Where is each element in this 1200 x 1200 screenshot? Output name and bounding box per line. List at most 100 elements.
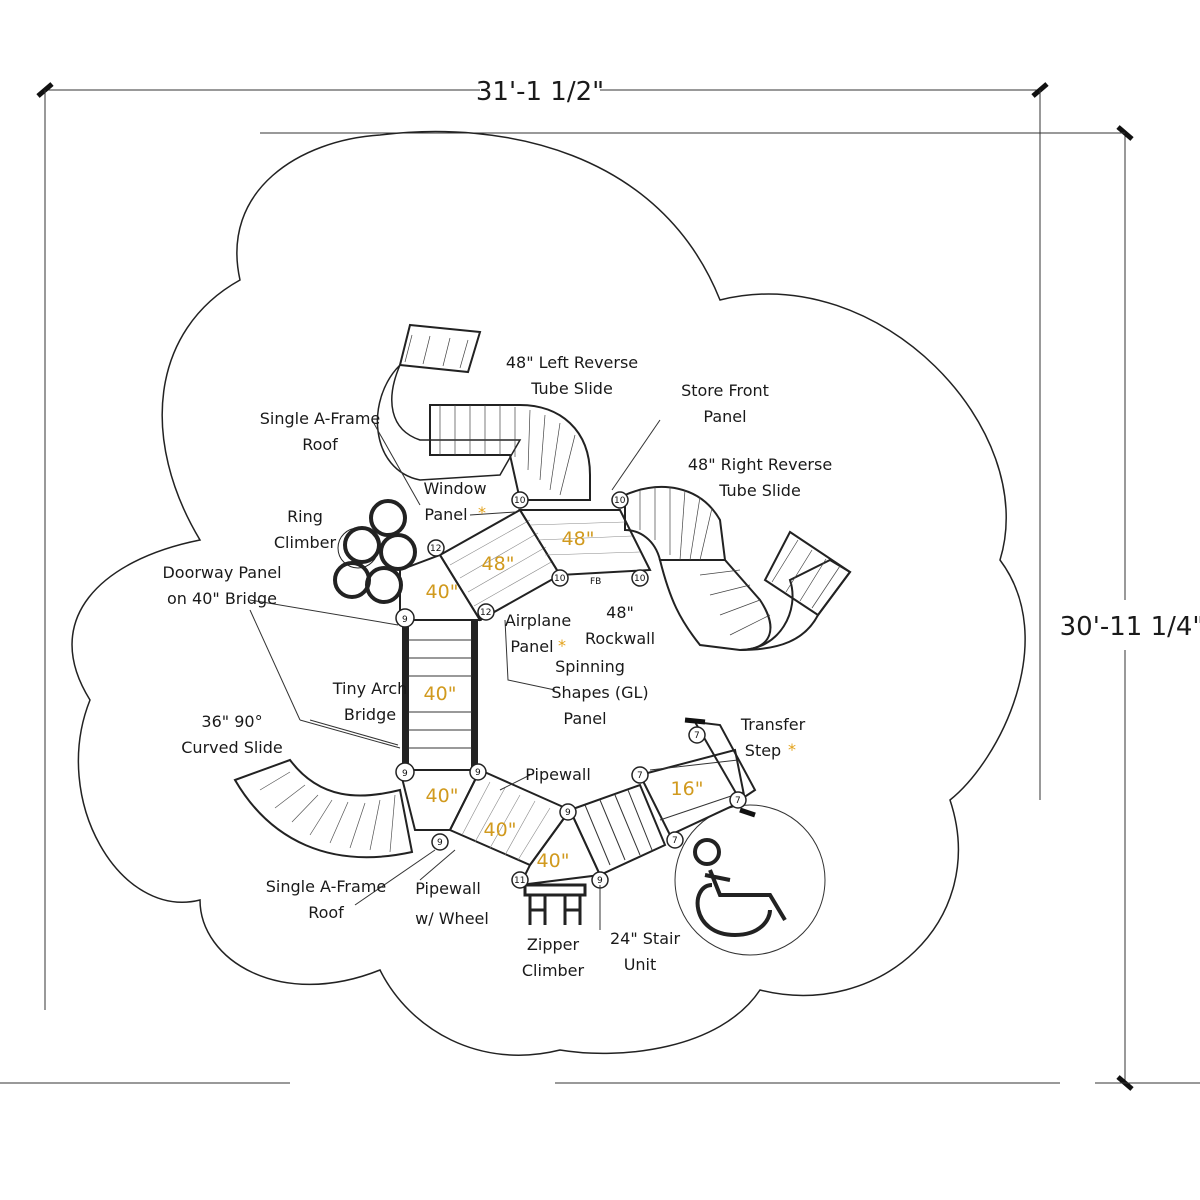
post-mark: 7 [735, 796, 741, 806]
post [559, 803, 577, 821]
deck-40-upper: 40" [399, 553, 482, 621]
label-pipewall: Pipewall [525, 765, 591, 784]
post-mark: 9 [475, 768, 481, 778]
asterisk-mark: * [558, 636, 566, 655]
post-mark: 10 [634, 574, 646, 584]
deck-16-label: 16" [671, 778, 704, 800]
label-line: 24" Stair [610, 929, 680, 948]
label-transfer-step: Transfer Step * [740, 715, 806, 760]
label-line: Tube Slide [718, 481, 801, 500]
post-mark: FB [590, 577, 601, 587]
deck-40-middle-label: 40" [484, 819, 517, 841]
label-tiny-arch-bridge: Tiny Arch Bridge [332, 679, 408, 724]
post [688, 726, 706, 744]
label-line: Spinning [555, 657, 625, 676]
post-mark: 9 [437, 838, 443, 848]
post-markers [395, 491, 747, 889]
post [631, 766, 649, 784]
ring-climber [333, 499, 417, 604]
post [477, 603, 495, 621]
label-line: Bridge [344, 705, 396, 724]
post [469, 763, 487, 781]
post [427, 539, 445, 557]
label-line: Single A-Frame [266, 877, 387, 896]
label-line: Single A-Frame [260, 409, 381, 428]
label-line: Roof [308, 903, 344, 922]
label-line: 48" Right Reverse [688, 455, 832, 474]
leader-lines [249, 419, 661, 930]
label-pipewall-wheel: Pipewall w/ Wheel [415, 879, 489, 928]
label-line: Climber [274, 533, 337, 552]
label-line: 48" [606, 603, 634, 622]
label-line: Roof [302, 435, 338, 454]
post [666, 831, 684, 849]
post-mark: 9 [402, 769, 408, 779]
post [611, 491, 629, 509]
label-line: Ring [287, 507, 323, 526]
label-line: Panel [563, 709, 606, 728]
label-line: Panel [703, 407, 746, 426]
bridge-40-label: 40" [424, 683, 457, 705]
post [431, 833, 449, 851]
label-line: Step [745, 741, 781, 760]
label-a-frame-roof-top: Single A-Frame Roof [260, 409, 381, 454]
post-mark-labels: 10 10 12 10 10 9 12 9 9 9 9 11 9 7 7 7 7… [402, 496, 741, 886]
deck-40-lower-left: 40" [398, 769, 482, 831]
deck-40-lower-left-label: 40" [426, 785, 459, 807]
left-reverse-tube-slide [376, 323, 591, 501]
label-a-frame-roof-bottom: Single A-Frame Roof [266, 877, 387, 922]
label-line: Shapes (GL) [551, 683, 648, 702]
height-dimension-text: 30'-11 1/4" [1060, 612, 1200, 642]
label-airplane-panel: Airplane Panel * [505, 611, 571, 656]
label-line: Tube Slide [530, 379, 613, 398]
stair-unit [568, 783, 667, 877]
post [631, 569, 649, 587]
label-line: Unit [624, 955, 657, 974]
label-line: Pipewall [525, 765, 591, 784]
post [551, 569, 569, 587]
zipper-climber [523, 883, 587, 925]
post-mark: 10 [514, 496, 526, 506]
post-mark: 9 [597, 876, 603, 886]
label-rockwall: 48" Rockwall [585, 603, 655, 648]
post-mark: 7 [672, 836, 678, 846]
wheelchair-accessibility-icon [693, 838, 787, 938]
post-mark: 7 [637, 771, 643, 781]
post-mark: 12 [480, 608, 491, 618]
label-line: Curved Slide [181, 738, 283, 757]
width-dimension: 31'-1 1/2" [36, 74, 1049, 107]
transfer-step [684, 717, 757, 818]
label-right-tube-slide: 48" Right Reverse Tube Slide [688, 455, 832, 500]
deck-48-right: 48" [518, 509, 652, 577]
bridge-40: 40" [402, 619, 478, 771]
label-line: Zipper [527, 935, 580, 954]
label-line: w/ Wheel [415, 909, 489, 928]
label-line: Window [423, 479, 486, 498]
label-line: on 40" Bridge [167, 589, 277, 608]
label-line: Rockwall [585, 629, 655, 648]
label-window-panel: Window Panel * [423, 479, 486, 524]
width-dimension-text: 31'-1 1/2" [476, 77, 604, 107]
deck-48-left: 48" [438, 508, 562, 622]
asterisk-mark: * [478, 503, 486, 522]
label-line: Climber [522, 961, 585, 980]
right-reverse-tube-slide [624, 486, 852, 652]
post-mark: 9 [402, 615, 408, 625]
label-line: Store Front [681, 381, 769, 400]
label-curved-slide: 36" 90° Curved Slide [181, 712, 283, 757]
transfer-zone-circle [674, 804, 826, 956]
post-mark: 9 [565, 808, 571, 818]
post [395, 762, 415, 782]
post-mark: 7 [694, 731, 700, 741]
label-store-front-panel: Store Front Panel [681, 381, 769, 426]
asterisk-mark: * [788, 740, 796, 759]
post-mark: 10 [554, 574, 566, 584]
use-zone-boundary [71, 130, 1026, 1056]
label-line: 36" 90° [201, 712, 262, 731]
deck-40-upper-label: 40" [426, 581, 459, 603]
label-zipper-climber: Zipper Climber [522, 935, 585, 980]
label-line: Tiny Arch [332, 679, 408, 698]
post-mark: 12 [430, 544, 441, 554]
curved-slide [233, 758, 414, 859]
